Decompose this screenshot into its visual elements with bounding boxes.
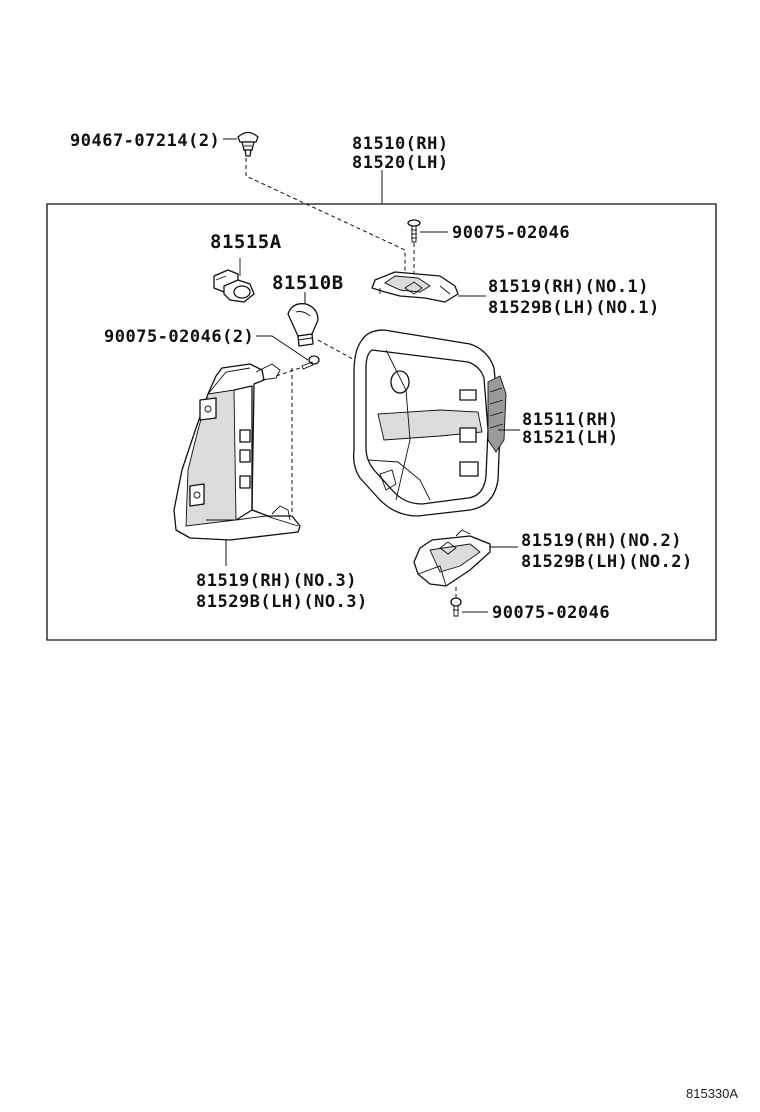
socket-label: 81515A bbox=[210, 231, 282, 253]
socket-icon bbox=[213, 258, 255, 303]
assembly-rh-label: 81510(RH) bbox=[352, 134, 449, 154]
clip-leader bbox=[245, 158, 406, 274]
screw-icon bbox=[407, 219, 421, 243]
screw-icon bbox=[301, 355, 320, 370]
bracket-icon bbox=[413, 529, 491, 587]
bulb-label: 81510B bbox=[272, 272, 344, 294]
housing-lh-label: 81521(LH) bbox=[522, 428, 619, 448]
left-screws-dash bbox=[275, 367, 301, 377]
left-screws-label: 90075-02046(2) bbox=[104, 327, 254, 347]
bracket-no2-rh-label: 81519(RH)(NO.2) bbox=[521, 531, 682, 551]
diagram-code: 815330A bbox=[686, 1086, 738, 1101]
bracket-no3-lh-label: 81529B(LH)(NO.3) bbox=[196, 592, 368, 612]
lamp-housing-icon bbox=[352, 329, 507, 517]
bracket-no1-lh-label: 81529B(LH)(NO.1) bbox=[488, 298, 660, 318]
housing-rh-label: 81511(RH) bbox=[522, 410, 619, 430]
top-screw-label: 90075-02046 bbox=[452, 223, 570, 243]
bracket-no1-rh-label: 81519(RH)(NO.1) bbox=[488, 277, 649, 297]
screw-icon bbox=[450, 597, 462, 617]
bottom-screw-label: 90075-02046 bbox=[492, 603, 610, 623]
assembly-lh-label: 81520(LH) bbox=[352, 153, 449, 173]
bracket-icon bbox=[371, 271, 459, 303]
bracket-no3-rh-label: 81519(RH)(NO.3) bbox=[196, 571, 357, 591]
left-screws-leader bbox=[256, 335, 309, 361]
bulb-icon bbox=[287, 303, 319, 347]
clip-part-label: 90467-07214(2) bbox=[70, 131, 220, 151]
clip-icon bbox=[237, 131, 259, 157]
assembly-frame bbox=[46, 170, 717, 641]
bracket-no2-lh-label: 81529B(LH)(NO.2) bbox=[521, 552, 693, 572]
bracket-icon bbox=[173, 363, 301, 541]
